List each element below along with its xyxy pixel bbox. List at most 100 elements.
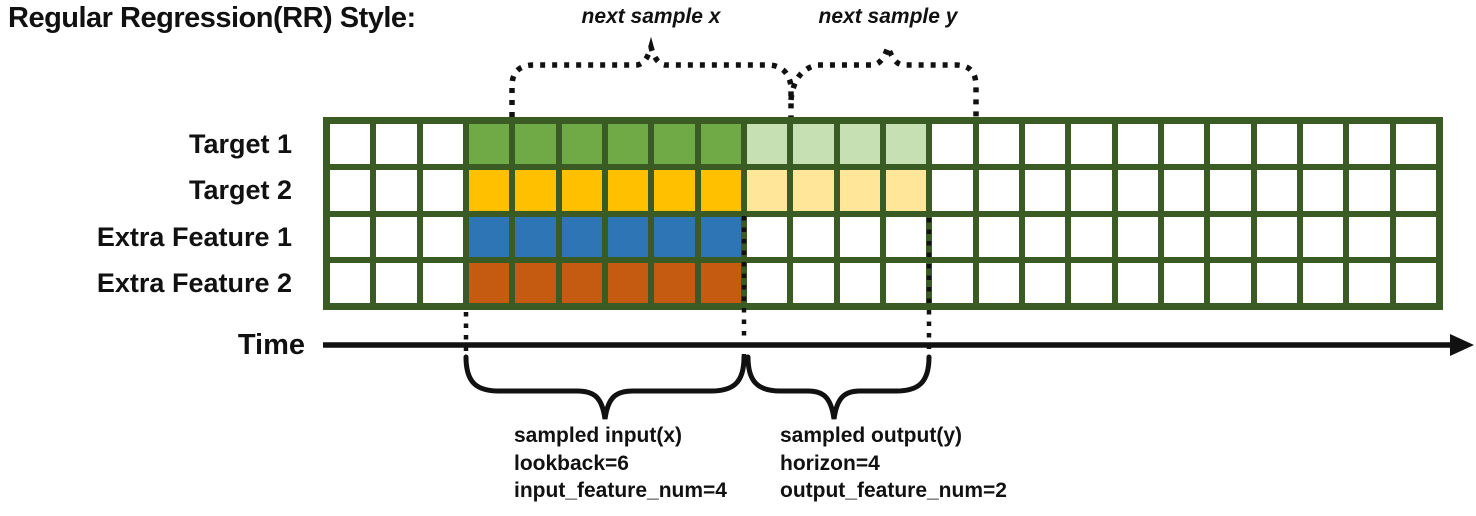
- grid-cell: [1395, 216, 1436, 257]
- time-arrow: [323, 334, 1474, 356]
- grid-cell: [1071, 170, 1112, 211]
- grid-cell: [885, 124, 927, 165]
- grid-cell: [1302, 262, 1344, 303]
- grid-cell: [793, 262, 834, 303]
- grid-cell: [1117, 170, 1158, 211]
- grid-cell: [932, 262, 973, 303]
- grid-cell: [1163, 124, 1205, 165]
- grid-cell: [1024, 216, 1066, 257]
- grid-cell: [700, 262, 741, 303]
- grid-cell: [330, 216, 371, 257]
- grid-cell: [468, 170, 510, 211]
- row-label-target-2: Target 2: [188, 175, 292, 205]
- sampled-input-annotation: sampled input(x) lookback=6 input_featur…: [514, 422, 727, 505]
- grid-cell: [1210, 170, 1251, 211]
- grid-cell: [422, 216, 463, 257]
- sampled-output-title: sampled output(y): [780, 424, 962, 447]
- grid-cell: [654, 124, 695, 165]
- grid-cell: [1302, 124, 1344, 165]
- grid-cell: [700, 170, 741, 211]
- row-label-target-1: Target 1: [188, 129, 292, 159]
- grid-cell: [932, 216, 973, 257]
- page-title: Regular Regression(RR) Style:: [8, 2, 416, 34]
- grid-cell: [1210, 262, 1251, 303]
- grid-cell: [978, 216, 1019, 257]
- grid-cell: [793, 170, 834, 211]
- grid-cell: [607, 262, 649, 303]
- grid-cell: [422, 170, 463, 211]
- grid-cell: [515, 216, 556, 257]
- grid-cell: [422, 124, 463, 165]
- grid-cell: [654, 216, 695, 257]
- grid-cell: [839, 262, 880, 303]
- grid-cell: [885, 170, 927, 211]
- grid-cell: [932, 124, 973, 165]
- grid-cell: [515, 170, 556, 211]
- grid-cell: [607, 124, 649, 165]
- grid-cell: [561, 216, 602, 257]
- grid-cell: [1117, 124, 1158, 165]
- grid-cell: [1163, 262, 1205, 303]
- grid-cell: [1117, 216, 1158, 257]
- grid-cell: [422, 262, 463, 303]
- grid-cell: [1302, 170, 1344, 211]
- grid-cell: [839, 124, 880, 165]
- grid-cell: [1163, 170, 1205, 211]
- grid-cell: [978, 262, 1019, 303]
- next-sample-x-label: next sample x: [581, 5, 721, 28]
- grid-cell: [1024, 170, 1066, 211]
- grid-cell: [1256, 124, 1297, 165]
- grid-cell: [839, 170, 880, 211]
- grid-cell: [978, 170, 1019, 211]
- grid-cell: [978, 124, 1019, 165]
- sampled-output-annotation: sampled output(y) horizon=4 output_featu…: [780, 422, 1007, 505]
- input-feature-num-value: input_feature_num=4: [514, 479, 727, 502]
- grid-cell: [885, 262, 927, 303]
- next-sample-x-brace: [509, 36, 794, 117]
- grid-cell: [1071, 124, 1112, 165]
- grid-cell: [1210, 124, 1251, 165]
- grid-cell: [376, 262, 417, 303]
- sampled-input-title: sampled input(x): [514, 424, 683, 447]
- grid-cell: [468, 124, 510, 165]
- grid-cell: [561, 124, 602, 165]
- grid-cell: [1256, 216, 1297, 257]
- time-axis-label: Time: [237, 329, 305, 361]
- grid-cell: [468, 262, 510, 303]
- horizon-value: horizon=4: [780, 451, 880, 475]
- grid-cell: [885, 216, 927, 257]
- grid-cell: [330, 262, 371, 303]
- grid-cell: [468, 216, 510, 257]
- grid-cell: [1117, 262, 1158, 303]
- grid-cell: [1256, 170, 1297, 211]
- grid-cell: [515, 124, 556, 165]
- grid-cell: [330, 170, 371, 211]
- grid-cell: [654, 262, 695, 303]
- sampling-grid: [323, 117, 1443, 310]
- grid-cell: [746, 124, 788, 165]
- grid-cell: [746, 216, 788, 257]
- lookback-value: lookback=6: [514, 451, 629, 475]
- row-label-extra-feature-2: Extra Feature 2: [96, 268, 292, 298]
- grid-cell: [515, 262, 556, 303]
- grid-cell: [700, 124, 741, 165]
- grid-cell: [1349, 170, 1390, 211]
- grid-cell: [1071, 262, 1112, 303]
- grid-cell: [1302, 216, 1344, 257]
- sampled-output-brace: [745, 354, 932, 420]
- grid-cell: [654, 170, 695, 211]
- grid-cell: [330, 124, 371, 165]
- grid-cell: [1256, 262, 1297, 303]
- grid-cell: [1349, 216, 1390, 257]
- grid-cell: [1210, 216, 1251, 257]
- output-feature-num-value: output_feature_num=2: [780, 479, 1007, 502]
- grid-cell: [1071, 216, 1112, 257]
- next-sample-y-brace: [788, 38, 979, 117]
- grid-cell: [561, 262, 602, 303]
- grid-cell: [1349, 262, 1390, 303]
- grid-cell: [700, 216, 741, 257]
- sampled-input-brace: [463, 354, 747, 420]
- grid-cell: [376, 124, 417, 165]
- grid-cell: [376, 216, 417, 257]
